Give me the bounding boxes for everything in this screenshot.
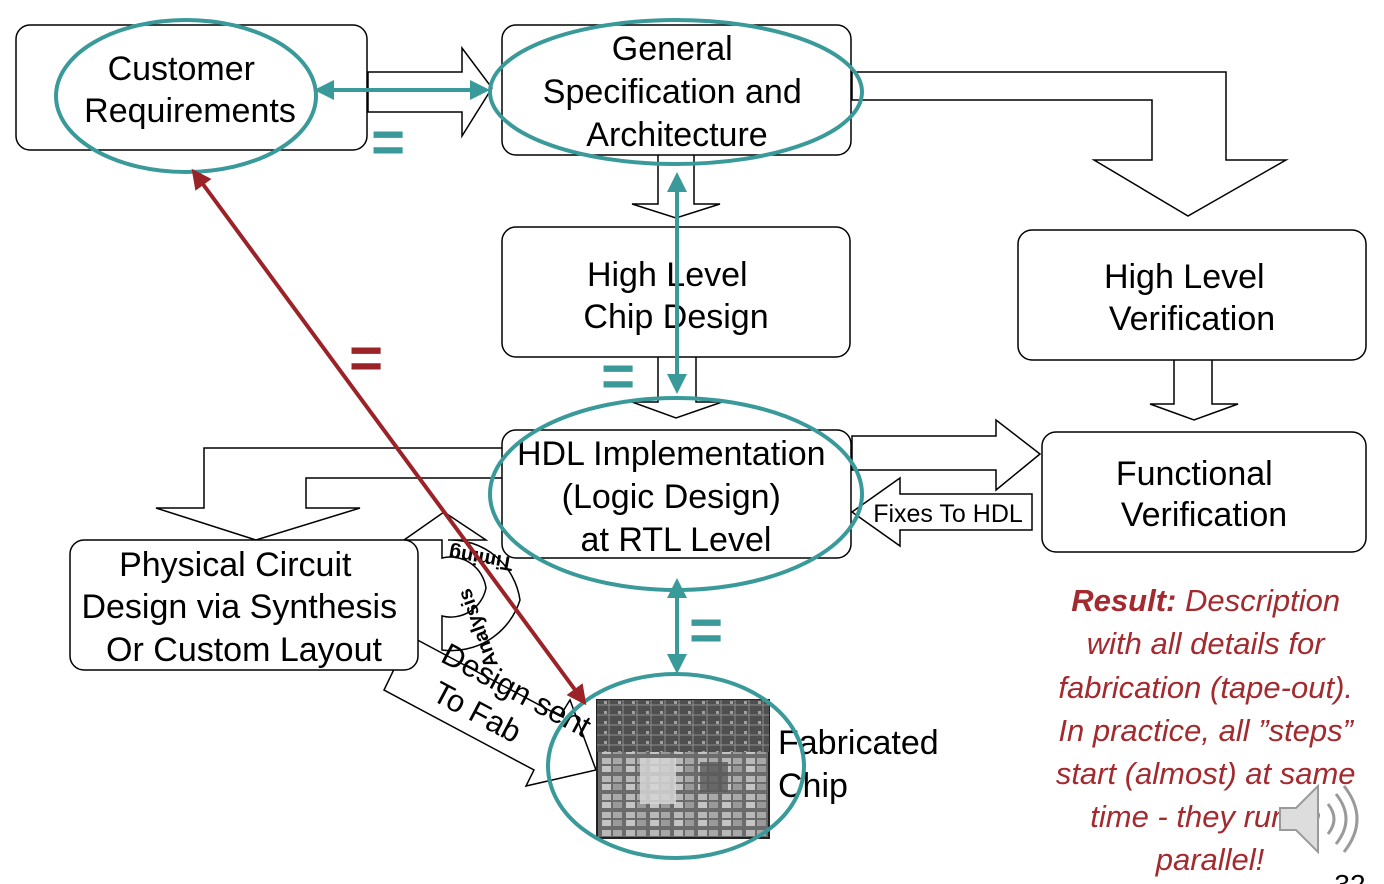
equals-sign-hdl-chip: = — [689, 598, 723, 663]
page-number: 32 — [1334, 869, 1365, 884]
block-arrow-fixes-to-hdl — [850, 476, 1033, 548]
speaker-icon[interactable] — [1279, 783, 1359, 855]
customer-requirements-label: Customer Requirements — [84, 50, 296, 130]
equals-sign-customer-chip: = — [349, 326, 383, 391]
chip-die-image — [596, 699, 770, 839]
high-level-verification-label: High Level Verification — [1104, 258, 1275, 338]
block-arrow-hdl-to-func-verif — [851, 418, 1042, 492]
block-arrow-hl-verif-to-func — [1149, 355, 1239, 421]
physical-circuit-label: Physical Circuit Design via Synthesis Or… — [81, 546, 406, 669]
fixes-to-hdl-label: Fixes To HDL — [873, 500, 1023, 528]
equivalence-arrow-customer-chip — [191, 168, 587, 706]
functional-verification-label: Functional Verification — [1116, 455, 1287, 534]
block-arrow-spec-to-hl-verif — [851, 71, 1289, 217]
result-note: Result: Description with all details for… — [1056, 583, 1364, 877]
box-functional-verification — [1041, 431, 1367, 553]
box-high-level-verification — [1017, 229, 1367, 361]
highlight-ellipse-chip — [546, 672, 806, 860]
equals-sign-customer-spec: = — [371, 110, 405, 175]
general-spec-label: General Specification and Architecture — [543, 30, 811, 154]
result-prefix: Result: — [1071, 583, 1176, 618]
box-general-spec — [501, 24, 852, 156]
equals-sign-spec-hdl: = — [601, 344, 635, 409]
highlight-ellipse-spec — [488, 18, 864, 166]
